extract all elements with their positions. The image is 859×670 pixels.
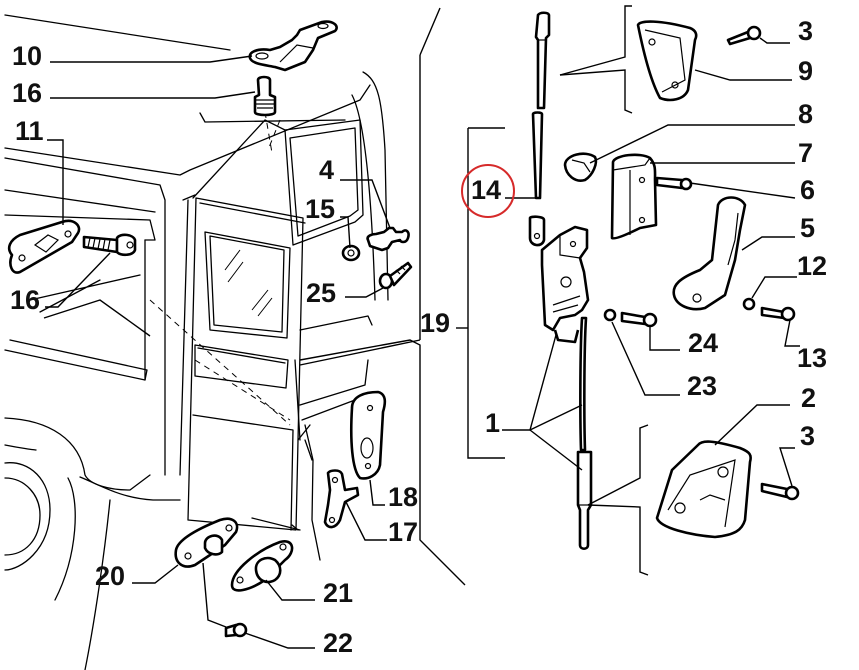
group-bracket-19 [299, 7, 505, 586]
leader-lines [43, 5, 800, 649]
callout-22[interactable]: 22 [323, 628, 354, 658]
callout-19[interactable]: 19 [420, 308, 451, 338]
part-5-inner-handle [672, 196, 747, 311]
callout-3-lower[interactable]: 3 [800, 421, 816, 451]
callout-21[interactable]: 21 [323, 578, 354, 608]
part-23-washer [603, 308, 617, 322]
callout-8[interactable]: 8 [798, 99, 814, 129]
part-16-striker-bolt [82, 233, 137, 257]
part-4-stop-pin [366, 226, 410, 252]
callout-7[interactable]: 7 [798, 138, 814, 168]
part-2-lower-housing [655, 440, 752, 539]
part-1-lock-mechanism [540, 225, 593, 551]
callout-2[interactable]: 2 [801, 383, 817, 413]
callout-24[interactable]: 24 [688, 328, 719, 358]
callout-1[interactable]: 1 [485, 408, 501, 438]
part-21-buffer [230, 540, 294, 592]
callout-3-upper[interactable]: 3 [798, 16, 814, 46]
part-15-washer [341, 244, 361, 262]
part-7-handle-cover [610, 153, 658, 240]
part-3-screw-upper [726, 25, 762, 46]
callout-11[interactable]: 11 [15, 116, 44, 146]
part-8-rod-clip [563, 152, 598, 182]
part-3-screw-lower [760, 482, 800, 501]
callout-23[interactable]: 23 [687, 371, 718, 401]
callout-5[interactable]: 5 [800, 213, 816, 243]
part-9-upper-housing [636, 20, 698, 102]
callout-20[interactable]: 20 [95, 561, 126, 591]
callout-16-upper[interactable]: 16 [12, 78, 43, 108]
part-13-screw [760, 306, 796, 322]
callout-9[interactable]: 9 [798, 56, 814, 86]
part-17-strap [323, 469, 360, 529]
vehicle-body [4, 14, 389, 670]
part-16-upper-pin [253, 75, 277, 117]
callout-4[interactable]: 4 [319, 155, 335, 185]
callout-12[interactable]: 12 [797, 251, 828, 281]
callout-15[interactable]: 15 [305, 194, 336, 224]
callout-13[interactable]: 13 [797, 343, 828, 373]
part-22-screw [224, 622, 248, 638]
part-6-screw [655, 176, 693, 191]
part-20-hinge-plate [174, 517, 239, 568]
part-12-washer [742, 297, 756, 311]
callout-6[interactable]: 6 [800, 175, 816, 205]
highlight-circle [461, 164, 515, 218]
callout-25[interactable]: 25 [306, 278, 337, 308]
part-11-striker-plate [7, 219, 81, 274]
callout-10[interactable]: 10 [12, 41, 43, 71]
part-18-check-plate [349, 390, 387, 480]
part-25-push-clip [378, 261, 413, 290]
part-24-screw [620, 311, 658, 328]
callout-14[interactable]: 14 [471, 175, 502, 205]
part-10-bracket [248, 20, 338, 72]
callout-18[interactable]: 18 [388, 482, 419, 512]
callout-16-lower[interactable]: 16 [10, 285, 41, 315]
part-14-upper-rod [528, 11, 551, 247]
callout-17[interactable]: 17 [388, 517, 419, 547]
